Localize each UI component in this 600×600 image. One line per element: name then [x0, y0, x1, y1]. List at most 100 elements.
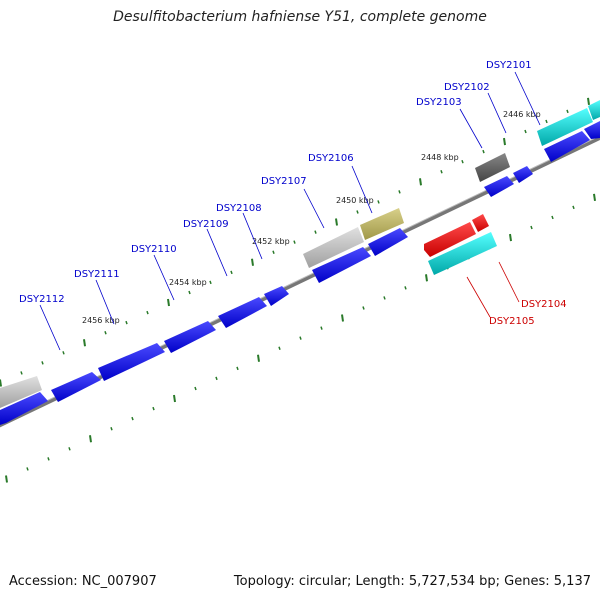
minor-tick: [215, 376, 218, 381]
minor-tick: [20, 371, 23, 375]
kbp-tick-2450: 2450 kbp: [336, 196, 374, 205]
minor-tick: [299, 336, 302, 340]
major-tick: [335, 218, 338, 226]
outer-tick-row: [0, 97, 590, 387]
label-leaders: [39, 71, 541, 351]
minor-tick: [377, 200, 380, 204]
gray-feature[interactable]: [0, 376, 42, 408]
kbp-tick-2446: 2446 kbp: [503, 110, 541, 119]
minor-tick: [47, 457, 50, 461]
trna-feature[interactable]: [537, 108, 593, 146]
major-tick: [503, 137, 506, 146]
gene-label-dsy2101[interactable]: DSY2101: [486, 60, 532, 71]
major-tick: [425, 274, 428, 282]
minor-tick: [362, 306, 365, 310]
gene-label-dsy2106[interactable]: DSY2106: [308, 153, 354, 164]
olive-feature[interactable]: [360, 208, 404, 240]
gene-label-dsy2108[interactable]: DSY2108: [216, 203, 262, 214]
gene-label-dsy2107[interactable]: DSY2107: [261, 176, 307, 187]
minor-tick: [545, 119, 548, 124]
minor-tick: [194, 386, 197, 391]
minor-tick: [125, 320, 128, 325]
minor-tick: [566, 109, 569, 114]
major-tick: [83, 339, 86, 347]
gene-label-dsy2112[interactable]: DSY2112: [19, 294, 65, 305]
gene-arrow[interactable]: [584, 121, 600, 139]
minor-tick: [572, 205, 575, 210]
reverse-gene-arrow[interactable]: [472, 214, 489, 232]
minor-tick: [146, 310, 149, 315]
gene-arrow[interactable]: [0, 392, 48, 425]
major-tick: [587, 97, 590, 105]
gene-label-dsy2111[interactable]: DSY2111: [74, 269, 120, 280]
gene-label-dsy2104[interactable]: DSY2104: [521, 299, 567, 310]
gene-arrow[interactable]: [544, 131, 590, 162]
minor-tick: [62, 351, 65, 355]
forward-features: [0, 100, 600, 408]
gene-arrow[interactable]: [218, 297, 267, 328]
gene-label-dsy2110[interactable]: DSY2110: [131, 244, 177, 255]
gene-arrow[interactable]: [513, 166, 533, 183]
gene-arrow[interactable]: [164, 321, 216, 353]
minor-tick: [440, 170, 443, 174]
major-tick: [89, 435, 92, 443]
minor-tick: [68, 447, 71, 451]
gene-arrow[interactable]: [51, 372, 101, 402]
minor-tick: [209, 280, 212, 285]
minor-tick: [383, 296, 386, 300]
gene-label-dsy2102[interactable]: DSY2102: [444, 82, 490, 93]
reverse-features: [424, 214, 497, 275]
reverse-gene-arrow[interactable]: [424, 222, 476, 257]
map-title: Desulfitobacterium hafniense Y51, comple…: [113, 9, 487, 25]
minor-tick: [26, 467, 29, 471]
gene-label-dsy2109[interactable]: DSY2109: [183, 219, 229, 230]
minor-tick: [524, 129, 527, 134]
gray-feature[interactable]: [303, 227, 364, 268]
kbp-tick-2456: 2456 kbp: [82, 316, 120, 325]
minor-tick: [230, 270, 233, 275]
major-tick: [257, 354, 260, 362]
topology-text: Topology: circular; Length: 5,727,534 bp…: [233, 574, 591, 589]
major-tick: [251, 258, 254, 266]
gene-arrow[interactable]: [312, 247, 371, 283]
gene-label-dsy2103[interactable]: DSY2103: [416, 97, 462, 108]
major-tick: [419, 178, 422, 186]
gene-arrow[interactable]: [484, 176, 514, 197]
minor-tick: [272, 250, 275, 254]
minor-tick: [320, 326, 323, 330]
major-tick: [509, 233, 512, 242]
major-tick: [0, 379, 2, 387]
minor-tick: [188, 290, 191, 295]
kbp-tick-2448: 2448 kbp: [421, 153, 459, 162]
minor-tick: [41, 361, 44, 365]
minor-tick: [482, 149, 485, 154]
minor-tick: [314, 230, 317, 234]
kbp-tick-2454: 2454 kbp: [169, 278, 207, 287]
inner-tick-row: [5, 193, 596, 483]
minor-tick: [293, 240, 296, 244]
gene-arrow[interactable]: [98, 343, 165, 381]
gene-arrow[interactable]: [368, 228, 408, 256]
gene-arrow[interactable]: [264, 286, 289, 306]
minor-tick: [398, 190, 401, 194]
minor-tick: [551, 215, 554, 220]
major-tick: [173, 394, 176, 403]
minor-tick: [152, 406, 155, 411]
forward-genes: [0, 121, 600, 425]
major-tick: [5, 475, 8, 483]
trna-feature[interactable]: [588, 100, 600, 120]
minor-tick: [461, 159, 464, 164]
gene-label-dsy2105[interactable]: DSY2105: [489, 316, 535, 327]
minor-tick: [131, 416, 134, 421]
trna-feature[interactable]: [428, 232, 497, 275]
dark-feature[interactable]: [475, 153, 510, 182]
minor-tick: [530, 225, 533, 230]
minor-tick: [356, 210, 359, 214]
accession-text: Accession: NC_007907: [9, 574, 157, 589]
minor-tick: [110, 426, 113, 431]
minor-tick: [404, 286, 407, 290]
minor-tick: [236, 366, 239, 371]
minor-tick: [278, 346, 281, 350]
major-tick: [593, 193, 596, 201]
